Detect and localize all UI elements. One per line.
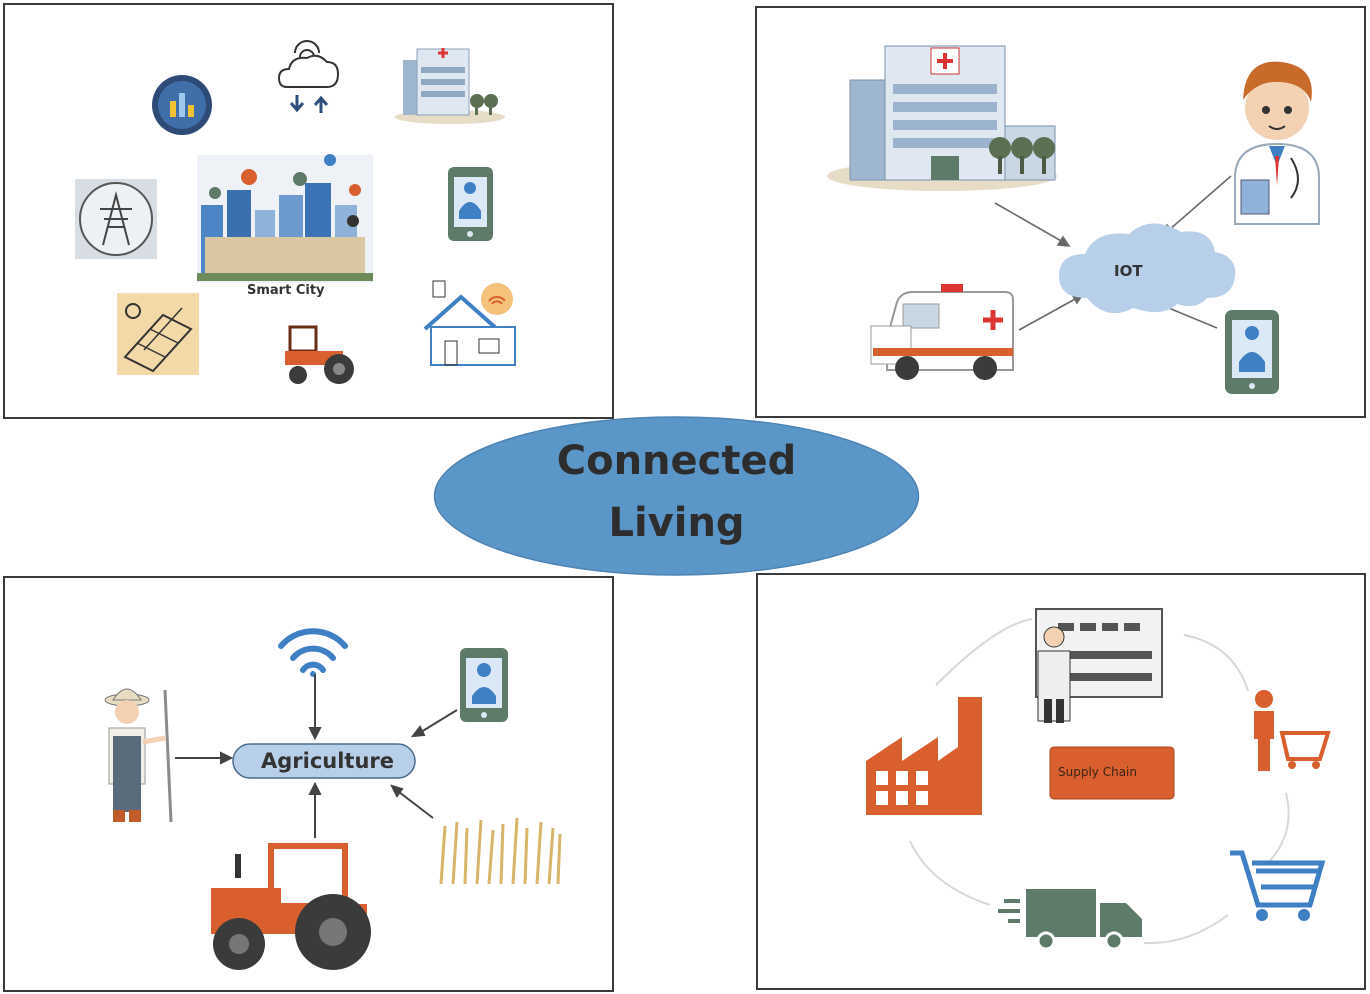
connected-living-title: Connected Living <box>433 430 920 554</box>
supply-chain-box <box>1049 746 1175 800</box>
cycle-arrows <box>909 618 1290 945</box>
smart-city-skyline <box>197 154 373 283</box>
agriculture-pill <box>232 743 416 779</box>
agriculture-label: Agriculture <box>261 749 395 773</box>
supply-chain-label: Supply Chain <box>1058 765 1137 779</box>
wheat-icon <box>439 817 562 885</box>
smart-city-label: Smart City <box>247 283 325 298</box>
doctor-icon <box>1234 61 1320 225</box>
agriculture-panel: Agriculture <box>3 576 614 992</box>
smart-home-icon <box>423 280 516 366</box>
tractor-icon <box>285 325 354 384</box>
smart-city-illustration <box>75 40 516 384</box>
smartphone-icon <box>1225 310 1279 394</box>
smartphone-icon <box>448 167 493 241</box>
farmer-icon <box>104 688 173 823</box>
cloud-wifi-icon <box>277 40 340 113</box>
smartphone-icon <box>460 648 508 722</box>
ambulance-icon <box>870 284 1014 380</box>
store-icon <box>1035 608 1163 723</box>
iot-cloud <box>1059 223 1236 314</box>
analytics-globe-icon <box>152 75 212 135</box>
title-line-1: Connected <box>556 438 797 484</box>
shopper-cart-icon <box>1254 690 1331 771</box>
healthcare-iot-panel: IOT <box>755 6 1366 418</box>
tractor-icon <box>211 843 371 970</box>
hospital-icon <box>827 45 1057 191</box>
agriculture-illustration <box>104 628 562 970</box>
title-line-2: Living <box>608 500 745 546</box>
smart-city-panel: Smart City <box>3 3 614 419</box>
factory-icon <box>866 697 982 815</box>
supply-chain-illustration <box>866 608 1331 951</box>
healthcare-illustration <box>827 45 1320 394</box>
iot-label: IOT <box>1114 262 1143 280</box>
connected-living-ellipse <box>433 416 920 576</box>
solar-panel-icon <box>117 293 199 375</box>
supply-chain-panel: Supply Chain <box>756 573 1366 990</box>
wifi-icon <box>278 628 348 673</box>
flow-arrows <box>175 674 458 838</box>
power-tower-icon <box>75 179 157 259</box>
shopping-cart-icon <box>1230 850 1326 908</box>
delivery-truck-icon <box>998 889 1142 951</box>
hospital-icon <box>395 48 505 124</box>
